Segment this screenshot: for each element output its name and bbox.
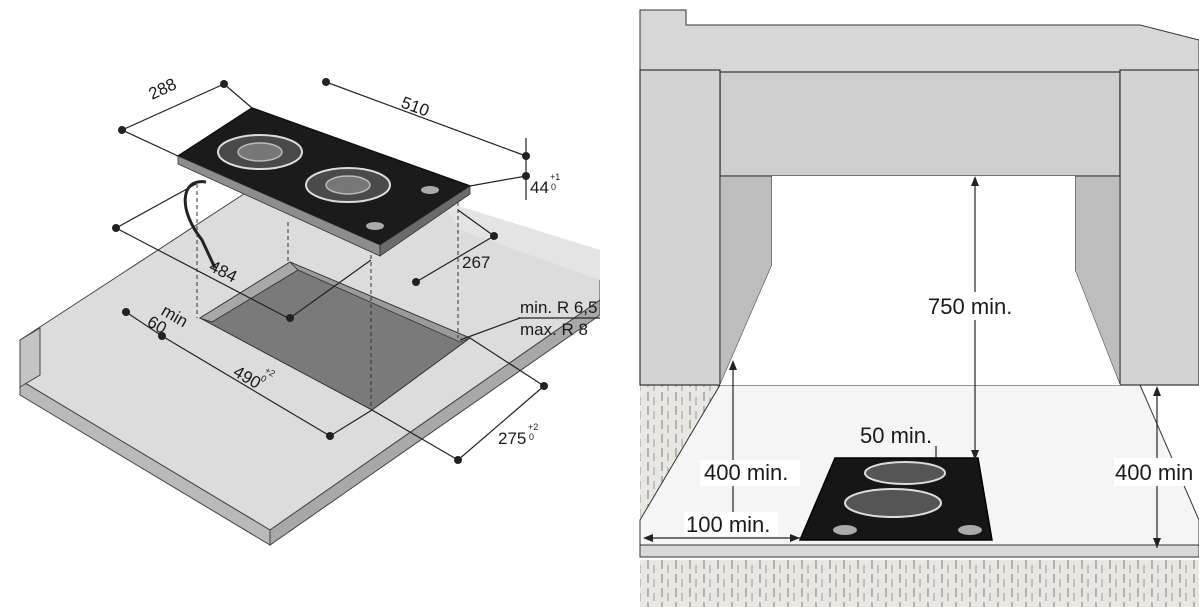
cutout-inner-edge-right [289,261,472,343]
hob-burner-back [864,461,946,485]
dim-750-min: 750 min. [928,294,1012,319]
knob-2 [366,222,384,230]
hob-top-view [798,457,993,541]
dim-44-tol: +1 [550,172,560,182]
dim-400-min-right: 400 min [1115,460,1193,485]
gas-pipe [183,180,217,269]
dim-510: 510 [399,93,432,121]
countertop-edge [639,544,1199,558]
cabinet-right-side [1074,175,1121,386]
hob-frame-edge-right [379,185,471,257]
radius-max: max. R 8 [520,320,588,339]
cabinet-left-side [719,175,773,386]
knob-1 [421,186,439,194]
wall-shade [440,200,600,280]
wall-left-hatch [640,385,720,550]
countertop [639,384,1199,549]
dim-490-tol-low: 0 [259,373,268,384]
dim-275-tol-low: 0 [529,432,534,442]
right-panel-border [640,10,1199,607]
cutout-dimension-diagram: 288 510 44 +1 0 267 484 min 60 490 [19,74,600,546]
burner-large-inner [237,142,283,162]
cabinet-right-front [1119,69,1199,386]
wall-bottom-hatch [640,560,1199,607]
dim-275-tol: +2 [528,422,538,432]
hob-knob-left [833,525,857,535]
rear-wall [720,176,1120,385]
dim-267: 267 [462,253,490,272]
hood-top [639,9,1199,76]
dim-44-tol-low: 0 [551,182,556,192]
hob-burner-front [844,488,942,518]
dim-44: 44 [530,178,549,197]
dim-288: 288 [146,74,180,103]
radius-min: min. R 6,5 [520,298,597,317]
dim-400-min-left: 400 min. [704,460,788,485]
dim-275: 275 [498,429,526,448]
worktop-right-edge [269,299,600,546]
burner-small-inner [325,175,371,195]
dim-50-min: 50 min. [860,423,932,448]
worktop-backsplash [19,327,41,388]
hood-front [719,71,1121,177]
dim-100-min: 100 min. [686,512,770,537]
dim-490-tol: +2 [263,365,277,379]
hob-knob-right [958,525,982,535]
cabinet-left-front [639,69,721,386]
